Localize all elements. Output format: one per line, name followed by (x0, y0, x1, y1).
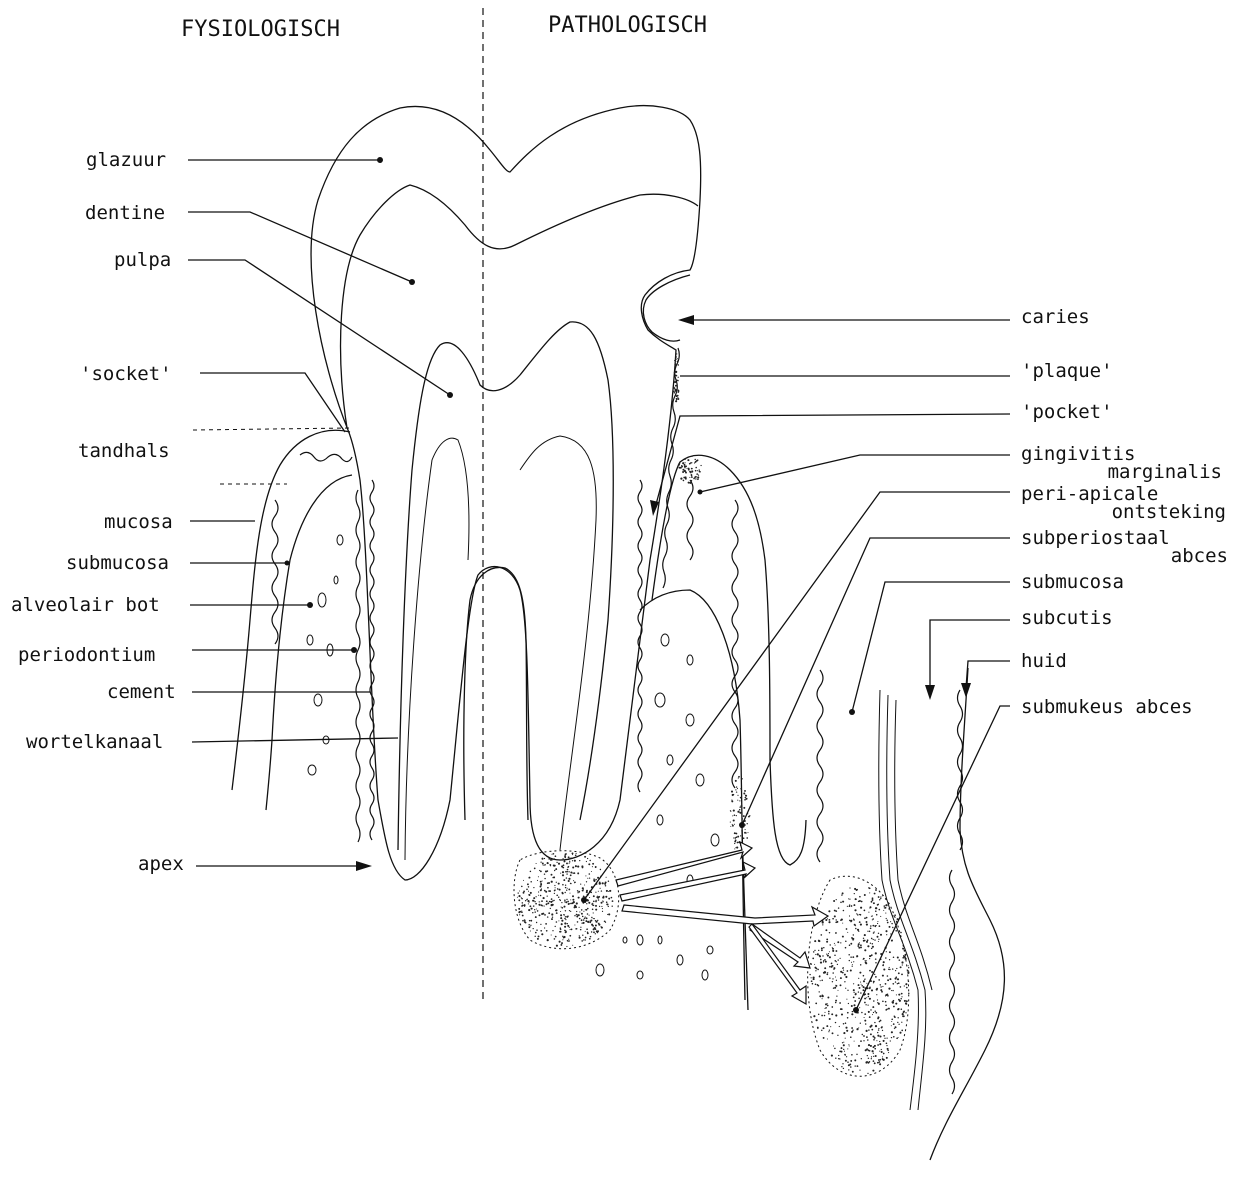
label-wortelkanaal: wortelkanaal (26, 731, 163, 753)
label-submucosa-left: submucosa (66, 552, 169, 574)
heading-pathologisch: PATHOLOGISCH (548, 13, 707, 38)
label-huid: huid (1021, 650, 1067, 672)
label-subperiostaal-2: abces (1171, 545, 1228, 567)
label-glazuur: glazuur (86, 149, 166, 171)
root-canal-left (405, 438, 469, 860)
label-tandhals: tandhals (78, 440, 170, 462)
label-mucosa: mucosa (104, 511, 173, 533)
left-bone-outline (266, 475, 352, 810)
pulp-chamber-outline (398, 322, 613, 850)
label-submukeus-abces: submukeus abces (1021, 696, 1193, 718)
right-bone-specks (596, 634, 719, 980)
right-submucosa-squiggle (817, 670, 823, 862)
heading-fysiologisch: FYSIOLOGISCH (181, 17, 340, 42)
caries-cavity (643, 275, 690, 341)
label-cement: cement (107, 681, 176, 703)
skin-outer (930, 668, 1004, 1160)
spread-arrows (616, 842, 828, 1004)
label-pulpa: pulpa (114, 249, 171, 271)
label-caries: caries (1021, 306, 1090, 328)
label-subcutis: subcutis (1021, 607, 1113, 629)
right-labels: caries 'plaque' 'pocket' gingivitis marg… (1021, 306, 1228, 718)
label-periodontium: periodontium (18, 644, 155, 666)
label-apex: apex (138, 853, 184, 875)
label-plaque: 'plaque' (1021, 360, 1113, 382)
leader-lines (188, 157, 1010, 1013)
label-dentine: dentine (85, 202, 165, 224)
label-subperiostaal-1: subperiostaal (1021, 527, 1170, 549)
label-pocket: 'pocket' (1021, 401, 1113, 423)
mucosa-fibres (879, 690, 932, 1110)
right-gingiva-outline (652, 455, 806, 865)
cement-layer-right (638, 480, 642, 792)
skin-inner (950, 690, 963, 1094)
label-gingivitis-2: marginalis (1108, 461, 1222, 483)
right-gingiva-inner (687, 480, 738, 788)
left-mucosa-line (272, 452, 352, 644)
right-bone-outline (640, 590, 745, 1000)
left-gingiva-outline (232, 430, 350, 790)
interradicular-tissue (464, 567, 528, 820)
periapical-zone (514, 851, 619, 949)
label-socket: 'socket' (80, 363, 172, 385)
left-periodontium-dots (356, 490, 360, 842)
label-submucosa-right: submucosa (1021, 571, 1124, 593)
root-canal-right (520, 436, 596, 850)
label-alveolair-bot: alveolair bot (11, 594, 160, 616)
label-periapicale-2: ontsteking (1112, 501, 1226, 523)
left-labels: glazuur dentine pulpa 'socket' tandhals … (11, 149, 184, 875)
